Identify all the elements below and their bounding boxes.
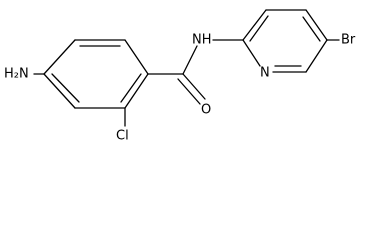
bond-c1-c2 bbox=[43, 39, 76, 75]
bond-c4-c5-inner bbox=[120, 73, 142, 103]
substituent-bonds bbox=[33, 39, 244, 127]
amine-label: H₂N bbox=[4, 67, 29, 82]
bond-carbonyl-nitrogen bbox=[182, 45, 198, 75]
bromine-label: Br bbox=[341, 33, 356, 48]
pyridine-nitrogen-label: N bbox=[260, 66, 270, 81]
bond-p1-p2 bbox=[242, 9, 267, 41]
bond-n-p1 bbox=[242, 39, 261, 67]
bond-carbonyl-oxygen bbox=[182, 73, 206, 100]
bond-carbonyl-oxygen-double bbox=[177, 78, 201, 105]
bond-c4-c5 bbox=[124, 73, 149, 109]
bond-p3-p4-inner bbox=[302, 16, 321, 42]
carbonyl-oxygen-label: O bbox=[201, 103, 211, 118]
amide-nh-label: NH bbox=[192, 33, 212, 48]
bond-c3-c4 bbox=[124, 39, 149, 75]
bond-p4-p5 bbox=[305, 39, 328, 73]
chlorine-label: Cl bbox=[116, 129, 129, 144]
bond-c6-c1-inner bbox=[51, 73, 80, 103]
bond-p1-p2-inner bbox=[249, 15, 269, 42]
atom-labels: H₂N NH O Cl N Br bbox=[4, 33, 356, 144]
chemical-structure-diagram: H₂N NH O Cl N Br bbox=[4, 9, 356, 144]
bond-p3-p4 bbox=[305, 9, 328, 41]
bond-c6-c1 bbox=[43, 73, 76, 109]
pyridine-ring bbox=[242, 9, 340, 73]
benzamide-ring bbox=[43, 39, 149, 109]
